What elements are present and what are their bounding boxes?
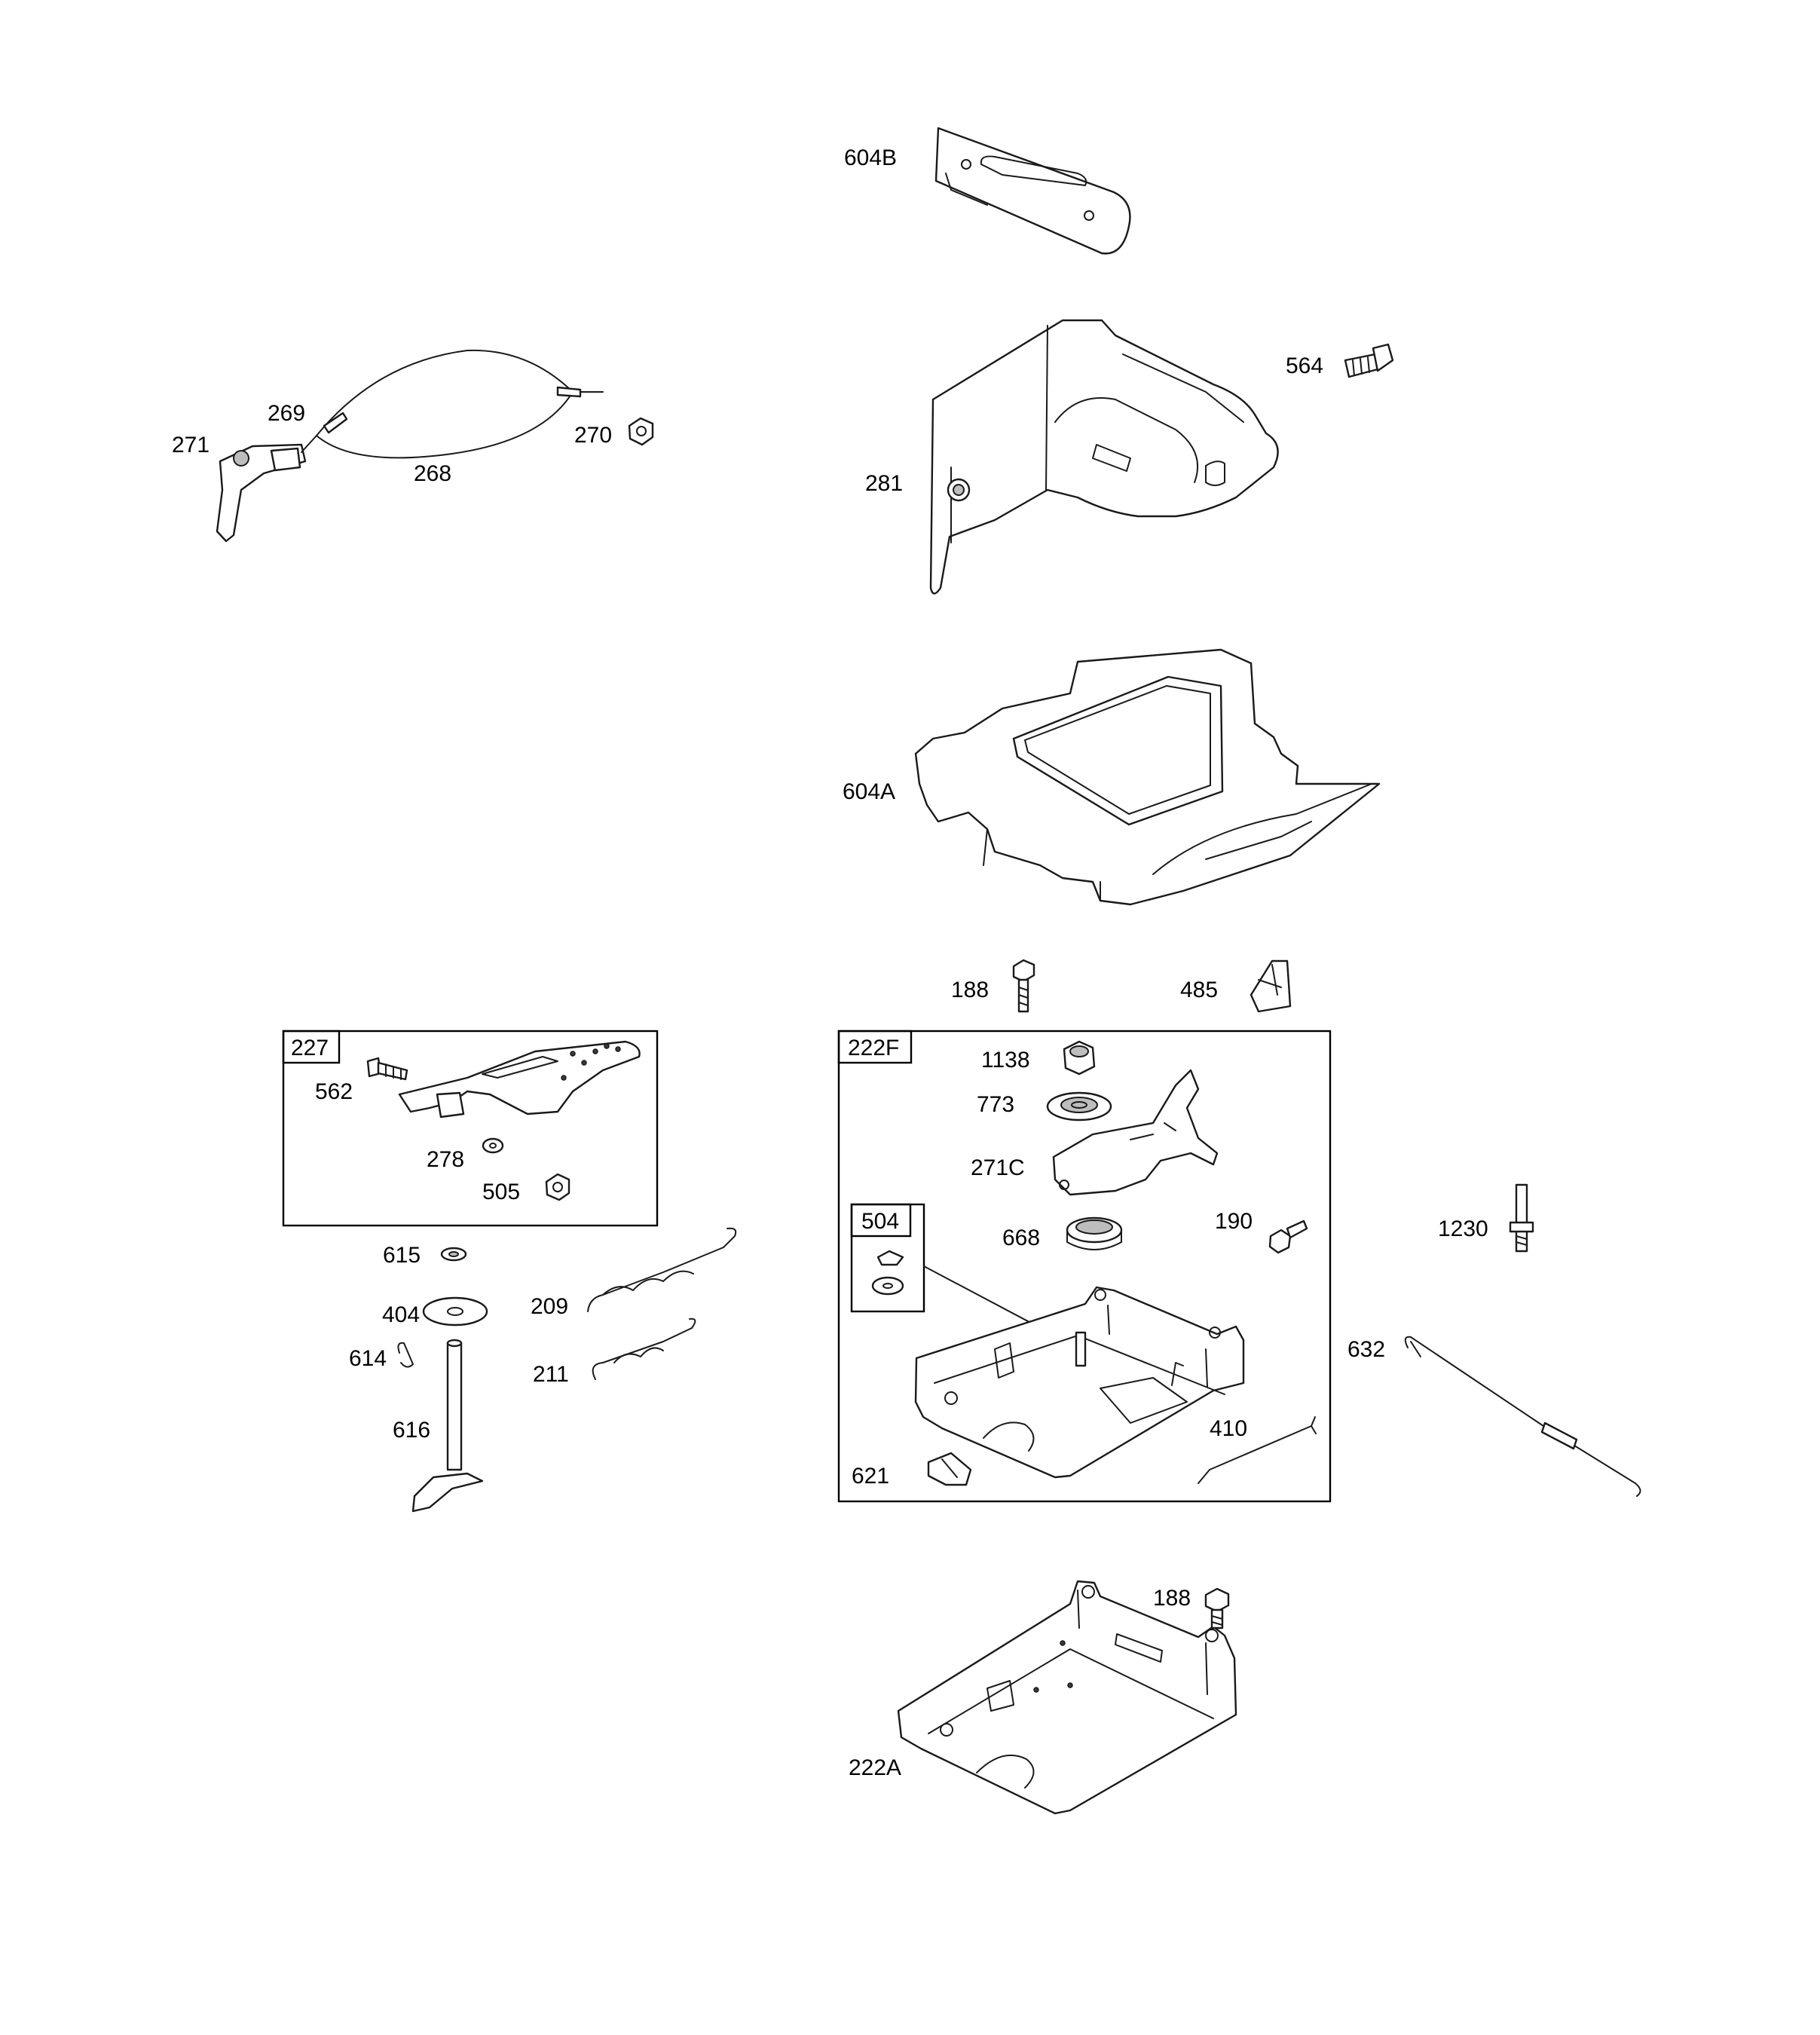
part-211-spring[interactable] [592,1317,696,1380]
part-604A-cover[interactable] [914,648,1381,906]
part-485-clip[interactable] [1250,959,1292,1013]
label-505: 505 [482,1180,520,1204]
label-668: 668 [1002,1226,1040,1250]
part-504-kit[interactable] [871,1250,1078,1348]
part-190-screw[interactable] [1268,1219,1308,1254]
label-604B: 604B [844,145,897,170]
group-box-227-tag [282,1030,341,1064]
label-268: 268 [414,461,451,486]
label-410: 410 [1210,1416,1247,1441]
label-562: 562 [315,1079,353,1104]
part-616-shaft[interactable] [411,1339,484,1513]
label-485: 485 [1180,978,1218,1002]
part-564-bolt[interactable] [1344,343,1394,378]
group-box-504-tag [850,1203,912,1238]
label-188-top: 188 [951,978,989,1002]
label-271: 271 [172,433,210,457]
part-278-washer[interactable] [482,1137,504,1154]
part-271C-plate[interactable] [1052,1069,1219,1196]
group-box-227 [282,1030,659,1227]
part-410-rod[interactable] [1198,1416,1317,1484]
label-222F: 222F [848,1036,899,1060]
label-278: 278 [427,1147,464,1172]
label-269: 269 [268,401,305,426]
part-281-shroud[interactable] [929,319,1279,595]
label-773: 773 [977,1092,1014,1117]
group-box-222F [837,1030,1332,1503]
label-616: 616 [393,1418,430,1443]
part-562-screw[interactable] [366,1057,408,1081]
label-211: 211 [533,1362,569,1387]
label-190: 190 [1215,1209,1253,1234]
label-1138: 1138 [981,1048,1030,1073]
part-615-washer[interactable] [440,1247,467,1262]
label-604A: 604A [843,779,895,804]
label-404: 404 [382,1302,420,1327]
label-271C: 271C [971,1155,1025,1180]
label-621: 621 [852,1464,889,1489]
part-1230-stud[interactable] [1509,1183,1534,1253]
label-209: 209 [531,1294,568,1319]
label-188-bottom: 188 [1153,1586,1191,1611]
part-773-washer[interactable] [1046,1091,1112,1122]
part-621-clip[interactable] [927,1452,972,1486]
part-222F-base[interactable] [914,1286,1245,1479]
label-615: 615 [383,1243,421,1268]
part-505-nut[interactable] [545,1173,570,1201]
part-271-control-lever[interactable] [216,443,307,543]
part-209-spring[interactable] [587,1227,737,1312]
label-632: 632 [1347,1337,1385,1362]
part-614-pin[interactable] [397,1342,414,1368]
part-188-bolt-bottom[interactable] [1204,1587,1230,1630]
part-268-cable[interactable] [301,349,604,459]
label-270: 270 [574,423,612,448]
group-box-222F-tag [837,1030,913,1064]
label-1230: 1230 [1438,1216,1488,1241]
label-227: 227 [291,1036,329,1060]
part-404-washer[interactable] [422,1296,488,1327]
label-504: 504 [861,1209,899,1234]
part-668-seal[interactable] [1066,1216,1123,1250]
label-614: 614 [349,1346,387,1371]
label-564: 564 [1286,353,1323,378]
part-604B-plate[interactable] [934,127,1131,255]
part-269-cable-end[interactable] [323,386,582,434]
part-1138-nut[interactable] [1063,1040,1096,1076]
label-222A: 222A [849,1755,901,1780]
label-281: 281 [865,471,903,496]
part-222A-base[interactable] [897,1580,1237,1815]
part-188-bolt-top[interactable] [1012,959,1035,1013]
part-227-bracket[interactable] [398,1040,641,1118]
part-632-rod[interactable] [1404,1336,1641,1497]
part-270-nut[interactable] [628,417,654,446]
